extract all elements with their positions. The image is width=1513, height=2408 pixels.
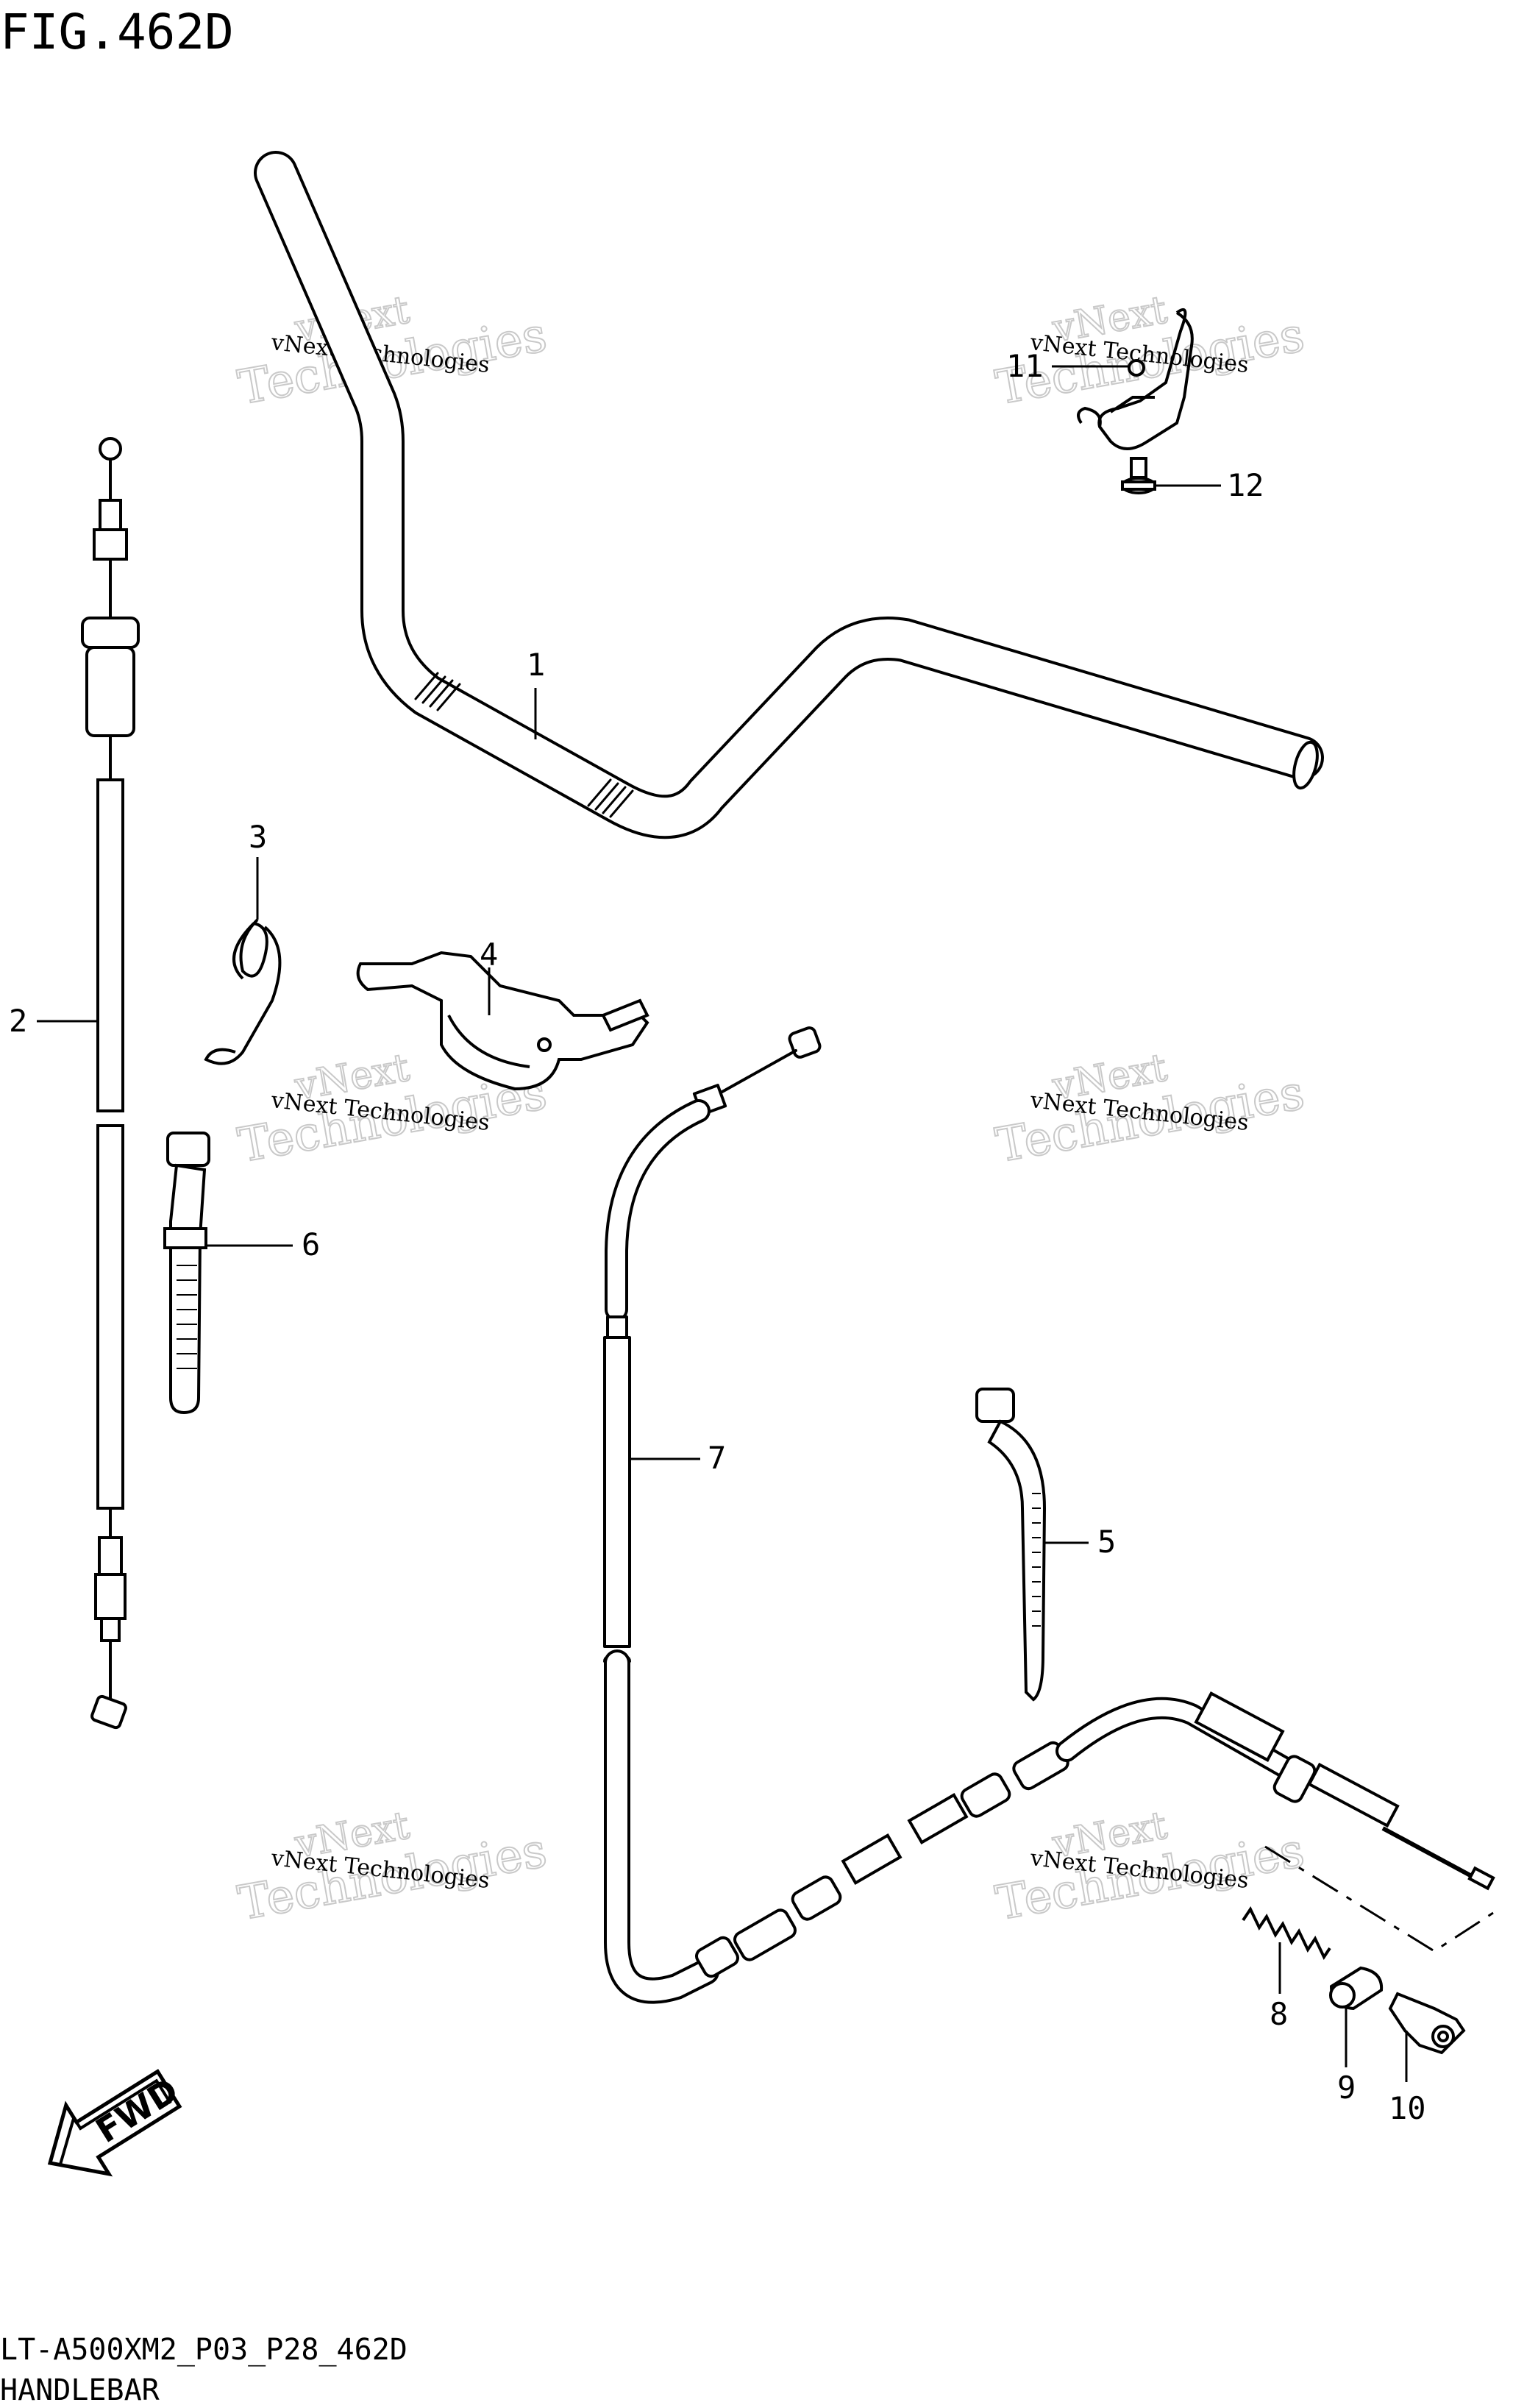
spring-clip-part: [204, 918, 282, 1065]
wire-clamp-part: [1077, 308, 1194, 450]
cable-end-part: [1388, 1992, 1466, 2055]
throttle-cable-housing: [695, 1741, 1069, 1978]
watermark-small-group: vNext Technologies vNext Technologies vN…: [269, 330, 1250, 1894]
band-strap-part: [163, 1132, 210, 1415]
clutch-cable-part: [81, 437, 140, 1730]
cable-clamp-part: [356, 951, 649, 1091]
callout-10: 10: [1389, 2090, 1426, 2126]
callout-1: 1: [527, 647, 545, 683]
spring-part: [1242, 1906, 1331, 1961]
throttle-cable-upper: [1055, 1697, 1306, 1784]
callout-9: 9: [1337, 2070, 1356, 2106]
fwd-arrow-icon: FWD: [47, 2069, 185, 2177]
callout-2: 2: [9, 1003, 27, 1039]
handlebar-part: [254, 151, 1324, 839]
callout-labels: 1 2 3 4 5 6 7 8 9 10 11 12: [9, 348, 1426, 2126]
callout-3: 3: [249, 819, 267, 855]
callout-4: 4: [480, 937, 498, 973]
bolt-part: [1121, 457, 1156, 494]
callout-6: 6: [302, 1226, 320, 1262]
section-name: HANDLEBAR: [0, 2373, 160, 2407]
model-code: LT-A500XM2_P03_P28_462D: [0, 2333, 407, 2367]
fwd-label: FWD: [89, 2070, 185, 2151]
callout-5: 5: [1097, 1524, 1116, 1560]
cable-tie-part: [975, 1388, 1047, 1702]
figure-title: FIG.462D: [0, 4, 234, 60]
collar-part: [1329, 1966, 1384, 2011]
callout-11: 11: [1006, 348, 1044, 384]
assembly-dash-line: [1264, 1845, 1494, 1953]
callout-7: 7: [708, 1440, 726, 1476]
callout-8: 8: [1270, 1996, 1288, 2032]
callout-12: 12: [1227, 467, 1264, 503]
throttle-cable-adjuster: [1194, 1691, 1495, 1891]
throttle-cable-part: [603, 1026, 822, 2004]
